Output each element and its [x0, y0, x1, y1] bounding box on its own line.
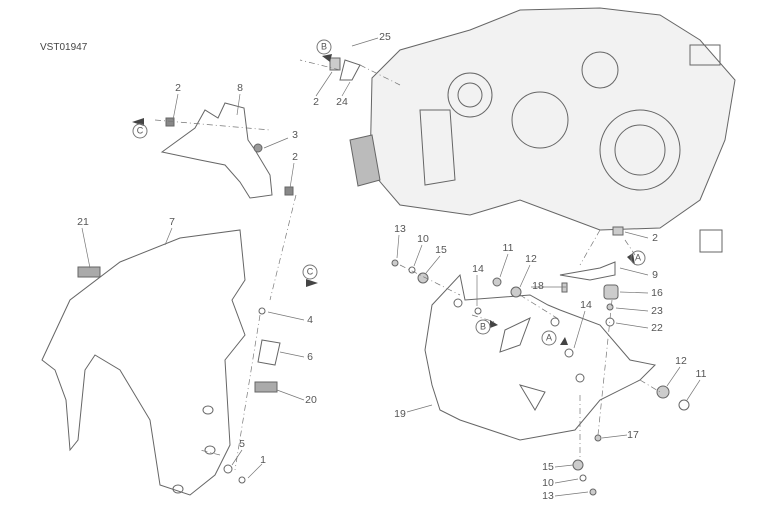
reference-marker-b: B — [316, 39, 332, 55]
engine-block — [349, 7, 736, 253]
callout-6: 6 — [307, 350, 313, 363]
callout-5: 5 — [239, 437, 245, 450]
callout-11: 11 — [502, 241, 514, 254]
callout-16: 16 — [651, 286, 663, 299]
callout-14: 14 — [580, 298, 592, 311]
drawing-code: VST01947 — [40, 42, 88, 53]
callout-2: 2 — [175, 81, 181, 94]
callout-2: 2 — [652, 231, 658, 244]
callout-15: 15 — [542, 460, 554, 473]
callout-2: 2 — [313, 95, 319, 108]
callout-18: 18 — [532, 279, 544, 292]
callout-13: 13 — [394, 222, 406, 235]
callout-12: 12 — [525, 252, 537, 265]
callout-1: 1 — [260, 453, 266, 466]
callout-24: 24 — [336, 95, 348, 108]
callout-25: 25 — [379, 30, 391, 43]
callout-3: 3 — [292, 128, 298, 141]
reference-marker-a: A — [541, 330, 557, 346]
callout-19: 19 — [394, 407, 406, 420]
callout-10: 10 — [417, 232, 429, 245]
front-fender-7 — [41, 229, 281, 496]
callout-17: 17 — [627, 428, 639, 441]
callout-9: 9 — [652, 268, 658, 281]
callout-14: 14 — [472, 262, 484, 275]
callout-12: 12 — [675, 354, 687, 367]
callout-21: 21 — [77, 215, 89, 228]
callout-13: 13 — [542, 489, 554, 502]
callout-10: 10 — [542, 476, 554, 489]
reference-marker-c: C — [132, 123, 148, 139]
callout-7: 7 — [169, 215, 175, 228]
reference-marker-c: C — [302, 264, 318, 280]
callout-4: 4 — [307, 313, 313, 326]
bracket-8 — [160, 102, 294, 199]
reference-marker-a: A — [630, 250, 646, 266]
reference-marker-b: B — [475, 319, 491, 335]
callout-22: 22 — [651, 321, 663, 334]
callout-11: 11 — [695, 367, 707, 380]
callout-23: 23 — [651, 304, 663, 317]
callout-8: 8 — [237, 81, 243, 94]
skid-plate-19 — [424, 273, 657, 441]
callout-2: 2 — [292, 150, 298, 163]
callout-15: 15 — [435, 243, 447, 256]
callout-20: 20 — [305, 393, 317, 406]
